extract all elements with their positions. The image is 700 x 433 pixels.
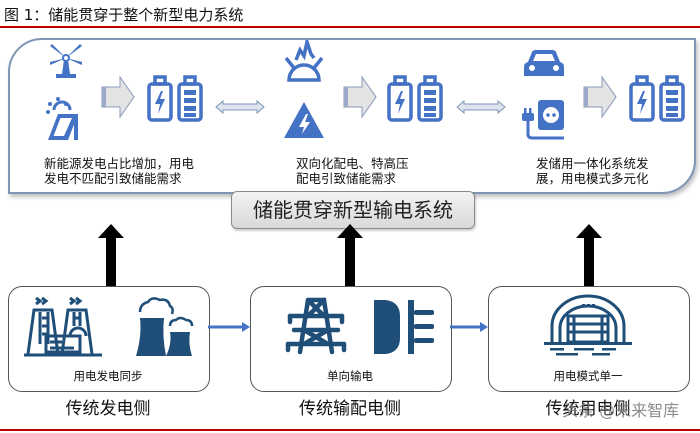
battery-pair-icon (629, 75, 685, 122)
flow-arrow-icon (450, 322, 488, 332)
description-line: 发电不匹配引致储能需求 (44, 171, 182, 186)
up-arrow-icon (576, 224, 602, 288)
storage-system-banner: 储能贯穿新型输电系统 (231, 191, 475, 229)
substation-dome-icon (284, 40, 324, 82)
wind-turbine-icon (50, 44, 82, 78)
right-arrow-icon (101, 75, 135, 119)
high-voltage-icon (284, 102, 324, 138)
up-arrow-icon (337, 224, 363, 288)
electric-car-icon (524, 50, 564, 76)
right-arrow-icon (343, 75, 377, 119)
up-arrow-icon (98, 224, 124, 288)
description-line: 发储用一体化系统发 (536, 156, 649, 171)
description-line: 双向化配电、特高压 (296, 156, 409, 171)
box-caption: 用电发电同步 (73, 369, 143, 383)
new-power-system-panel (8, 38, 696, 194)
storage-demand-description: 新能源发电占比增加，用电 发电不匹配引致储能需求 (44, 156, 224, 186)
nuclear-plant-icon (24, 296, 102, 357)
watermark: 头条 @未来智库 (562, 401, 680, 420)
storage-demand-description: 发储用一体化系统发 展，用电模式多元化 (536, 156, 696, 186)
side-label: 传统发电侧 (65, 399, 151, 419)
plug-icon (374, 300, 434, 354)
storage-demand-description: 双向化配电、特高压 配电引致储能需求 (296, 156, 456, 186)
description-line: 展，用电模式多元化 (536, 171, 649, 186)
battery-pair-icon (147, 75, 203, 122)
transmission-tower-icon (285, 297, 347, 355)
solar-panel-icon (46, 97, 78, 140)
box-caption: 用电模式单一 (553, 369, 623, 383)
bidirectional-arrow-icon (456, 100, 506, 114)
cooling-tower-icon (136, 297, 194, 356)
bottom-divider (0, 429, 700, 431)
side-label: 传统输配电侧 (299, 399, 401, 419)
factory-building-icon (544, 294, 632, 356)
traditional-consumption-box (488, 286, 690, 392)
title-divider (0, 26, 700, 28)
right-arrow-icon (583, 75, 617, 119)
side-label: 传统用电侧 (545, 399, 631, 419)
flow-arrow-icon (208, 322, 250, 332)
bidirectional-arrow-icon (215, 100, 265, 114)
description-line: 新能源发电占比增加，用电 (44, 156, 195, 171)
charging-socket-icon (522, 100, 564, 140)
box-caption: 单向输电 (327, 369, 373, 383)
battery-pair-icon (387, 75, 443, 122)
figure-title: 图 1：储能贯穿于整个新型电力系统 (4, 6, 244, 24)
description-line: 配电引致储能需求 (296, 171, 397, 186)
